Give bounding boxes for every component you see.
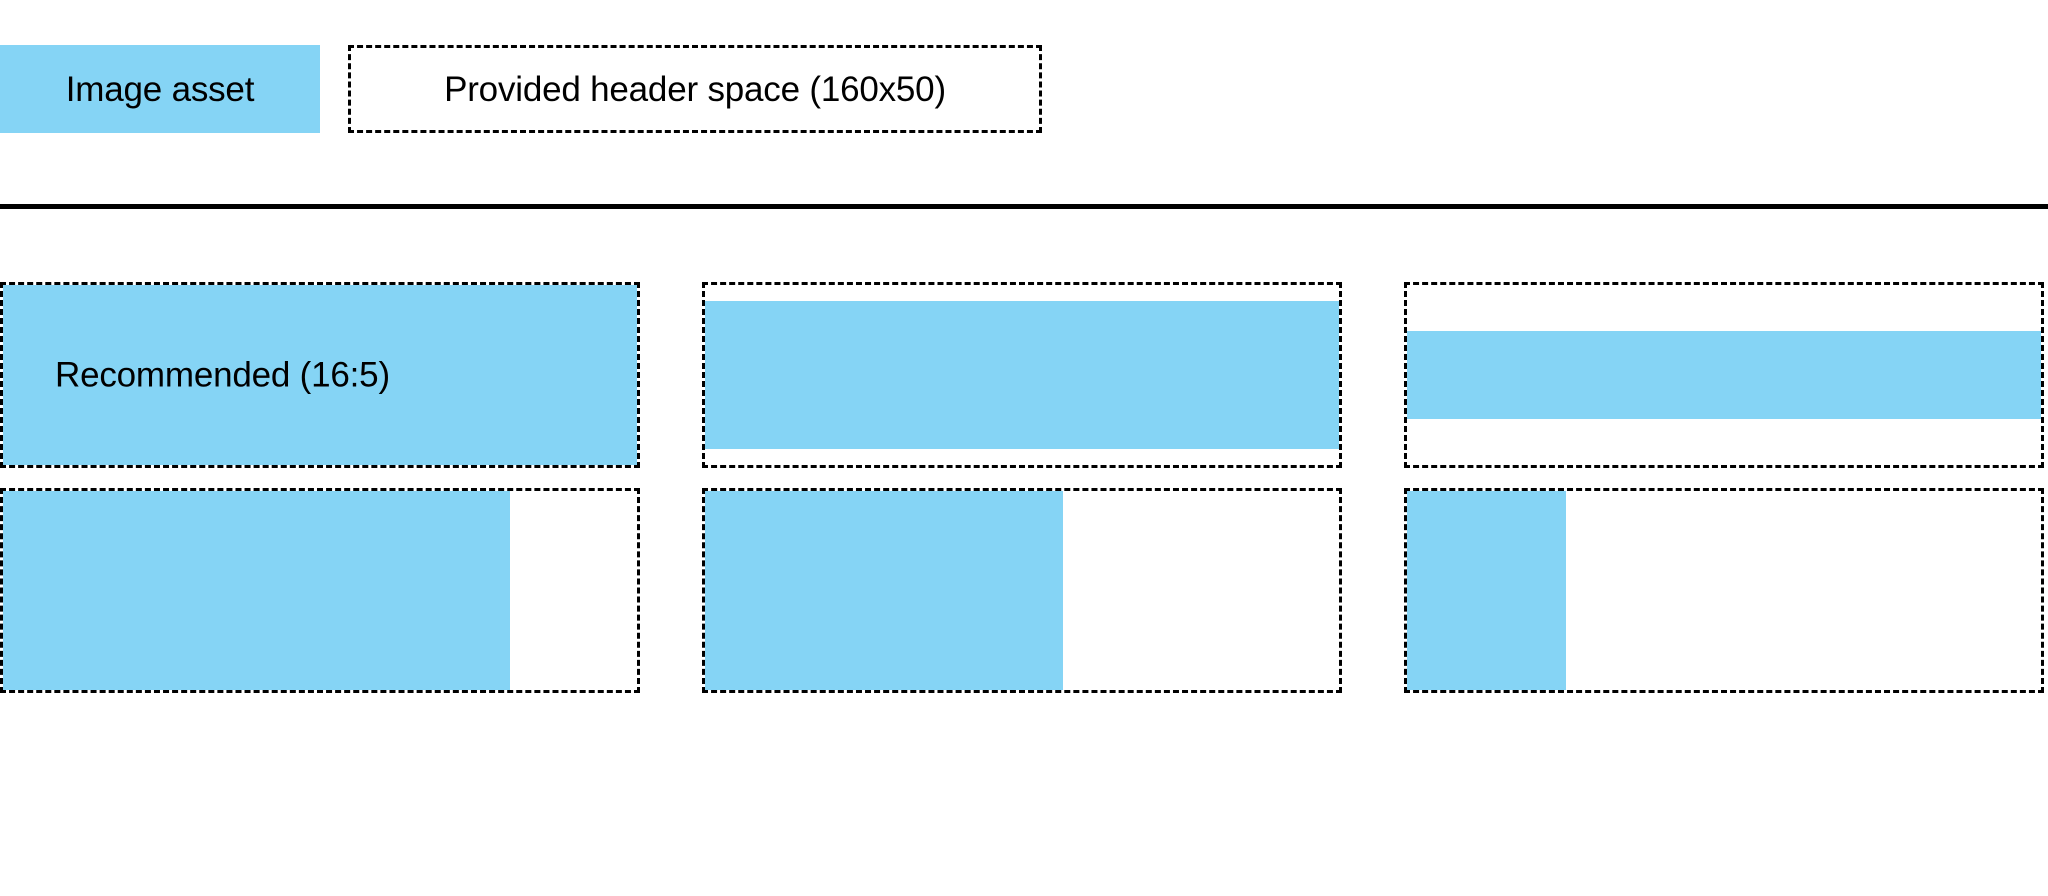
asset-fill xyxy=(3,285,637,465)
asset-fill xyxy=(705,491,1064,690)
example-cell xyxy=(1404,282,2044,468)
aspect-ratio-row: Recommended (16:5) xyxy=(0,282,2048,468)
legend-image-asset-label: Image asset xyxy=(65,69,255,109)
asset-fill xyxy=(1407,331,2041,419)
legend: Image asset Provided header space (160x5… xyxy=(0,45,1042,133)
examples-grid: Recommended (16:5) xyxy=(0,282,2048,693)
legend-provided-header-space-label: Provided header space (160x50) xyxy=(444,69,946,109)
section-divider xyxy=(0,204,2048,209)
recommended-ratio-label: Recommended (16:5) xyxy=(55,355,390,395)
width-variation-row xyxy=(0,488,2048,693)
asset-fill xyxy=(3,491,511,690)
asset-fill xyxy=(705,301,1339,449)
example-cell xyxy=(0,488,640,693)
example-cell: Recommended (16:5) xyxy=(0,282,640,468)
legend-image-asset-swatch: Image asset xyxy=(0,45,320,133)
example-cell xyxy=(1404,488,2044,693)
example-cell xyxy=(702,488,1342,693)
example-cell xyxy=(702,282,1342,468)
asset-fill xyxy=(1407,491,1566,690)
legend-spacer xyxy=(320,45,348,133)
legend-provided-header-space-box: Provided header space (160x50) xyxy=(348,45,1042,133)
